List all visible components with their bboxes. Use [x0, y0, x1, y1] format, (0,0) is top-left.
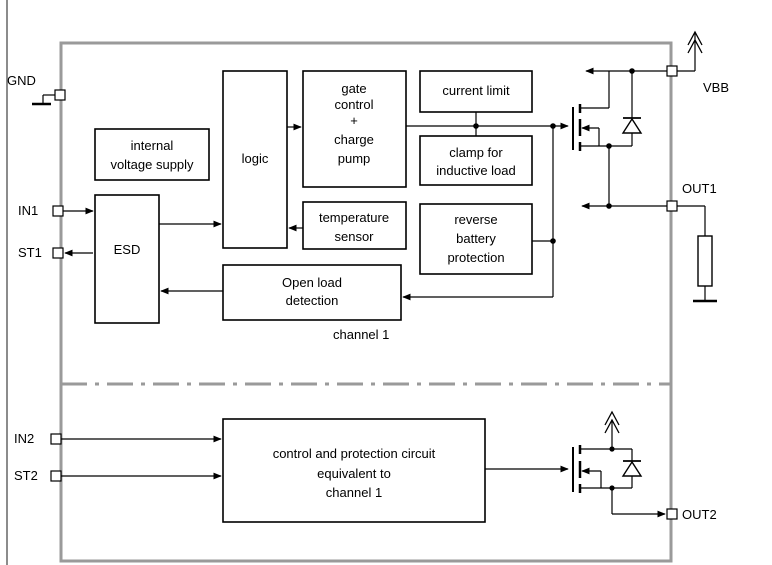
- control-protection-label-3: channel 1: [326, 485, 382, 500]
- mosfet-channel1: [572, 68, 667, 206]
- control-protection-label-2: equivalent to: [317, 466, 391, 481]
- mosfet-channel2: [572, 410, 666, 518]
- gate-control-label-1: gate: [341, 81, 366, 96]
- temperature-sensor-label-1: temperature: [319, 210, 389, 225]
- in1-pin: IN1: [18, 203, 94, 218]
- vbb-label: VBB: [703, 80, 729, 95]
- in2-pin: IN2: [14, 431, 222, 446]
- clamp-label-2: inductive load: [436, 163, 516, 178]
- logic-block: logic: [222, 70, 288, 249]
- st2-label: ST2: [14, 468, 38, 483]
- reverse-battery-block: reverse battery protection: [419, 203, 533, 275]
- st2-pin: ST2: [14, 468, 222, 483]
- gate-control-label-5: pump: [338, 151, 371, 166]
- open-load-label-2: detection: [286, 293, 339, 308]
- temperature-sensor-block: temperature sensor: [302, 201, 407, 250]
- control-protection-block: control and protection circuit equivalen…: [222, 418, 486, 523]
- clamp-label-1: clamp for: [449, 145, 503, 160]
- gate-control-label-4: charge: [334, 132, 374, 147]
- in1-label: IN1: [18, 203, 38, 218]
- esd-label: ESD: [114, 242, 141, 257]
- esd-block: ESD: [94, 194, 160, 324]
- internal-supply-label-1: internal: [131, 138, 174, 153]
- open-load-block: Open load detection: [222, 264, 402, 321]
- gate-control-label-2: control: [334, 97, 373, 112]
- channel1-label: channel 1: [333, 327, 389, 342]
- reverse-battery-label-2: battery: [456, 231, 496, 246]
- vbb-pin: VBB: [585, 30, 729, 95]
- reverse-battery-label-1: reverse: [454, 212, 497, 227]
- open-load-label-1: Open load: [282, 275, 342, 290]
- out2-label: OUT2: [682, 507, 717, 522]
- control-protection-label-1: control and protection circuit: [273, 446, 436, 461]
- in2-label: IN2: [14, 431, 34, 446]
- out2-pin: OUT2: [666, 507, 717, 522]
- current-limit-block: current limit: [419, 70, 533, 113]
- out1-pin: OUT1: [581, 181, 717, 303]
- internal-supply-block: internal voltage supply: [94, 128, 210, 181]
- chip-outline: [59, 41, 673, 563]
- internal-supply-label-2: voltage supply: [110, 157, 194, 172]
- st1-pin: ST1: [18, 245, 93, 260]
- load-resistor: [697, 235, 713, 287]
- gnd-label: GND: [7, 73, 36, 88]
- temperature-sensor-label-2: sensor: [334, 229, 374, 244]
- clamp-block: clamp for inductive load: [419, 135, 533, 186]
- current-limit-label: current limit: [442, 83, 510, 98]
- gnd-pin: GND: [7, 73, 66, 106]
- logic-label: logic: [242, 151, 269, 166]
- gate-control-label-3: +: [350, 113, 358, 128]
- reverse-battery-label-3: protection: [447, 250, 504, 265]
- gate-control-block: gate control + charge pump: [302, 70, 407, 188]
- out1-label: OUT1: [682, 181, 717, 196]
- st1-label: ST1: [18, 245, 42, 260]
